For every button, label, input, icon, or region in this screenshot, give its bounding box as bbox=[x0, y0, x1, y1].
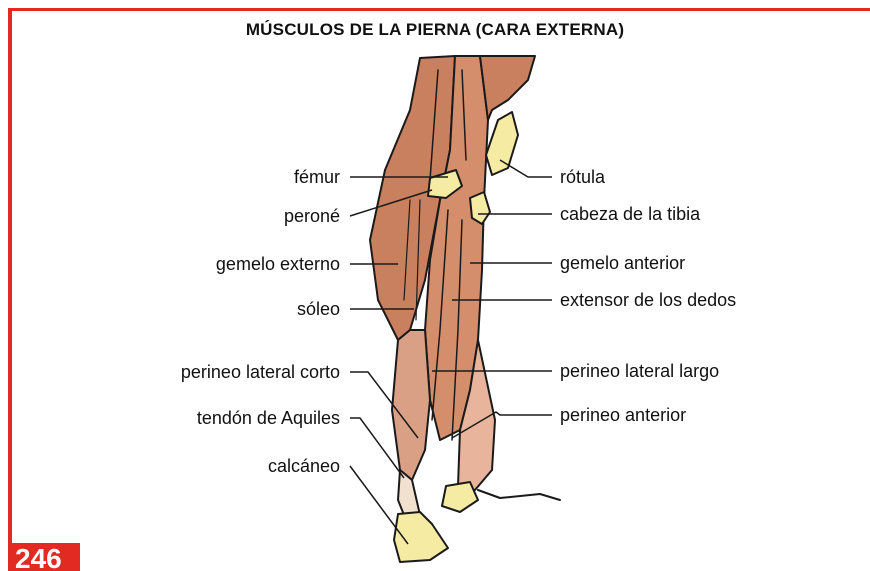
label-cabeza-tibia: cabeza de la tibia bbox=[560, 204, 700, 224]
soleo-lower bbox=[392, 330, 430, 480]
page-number-badge: 246 bbox=[8, 543, 80, 571]
label-perineo-anterior: perineo anterior bbox=[560, 405, 686, 425]
label-perone: peroné bbox=[40, 206, 340, 226]
ankle-bone bbox=[442, 482, 478, 512]
label-rotula: rótula bbox=[560, 167, 605, 187]
label-gemelo-externo: gemelo externo bbox=[40, 254, 340, 274]
label-perineo-lateral-corto: perineo lateral corto bbox=[40, 362, 340, 382]
label-calcaneo: calcáneo bbox=[40, 456, 340, 476]
label-tendon-aquiles: tendón de Aquiles bbox=[40, 408, 340, 428]
label-femur: fémur bbox=[40, 167, 340, 187]
rotula-bone bbox=[486, 112, 518, 175]
label-perineo-lateral-largo: perineo lateral largo bbox=[560, 361, 719, 381]
label-soleo: sóleo bbox=[40, 299, 340, 319]
foot-outline bbox=[478, 490, 560, 500]
tibia-head-bone bbox=[470, 192, 490, 224]
label-extensor-dedos: extensor de los dedos bbox=[560, 290, 736, 310]
label-gemelo-anterior: gemelo anterior bbox=[560, 253, 685, 273]
thigh-muscle bbox=[480, 56, 535, 120]
